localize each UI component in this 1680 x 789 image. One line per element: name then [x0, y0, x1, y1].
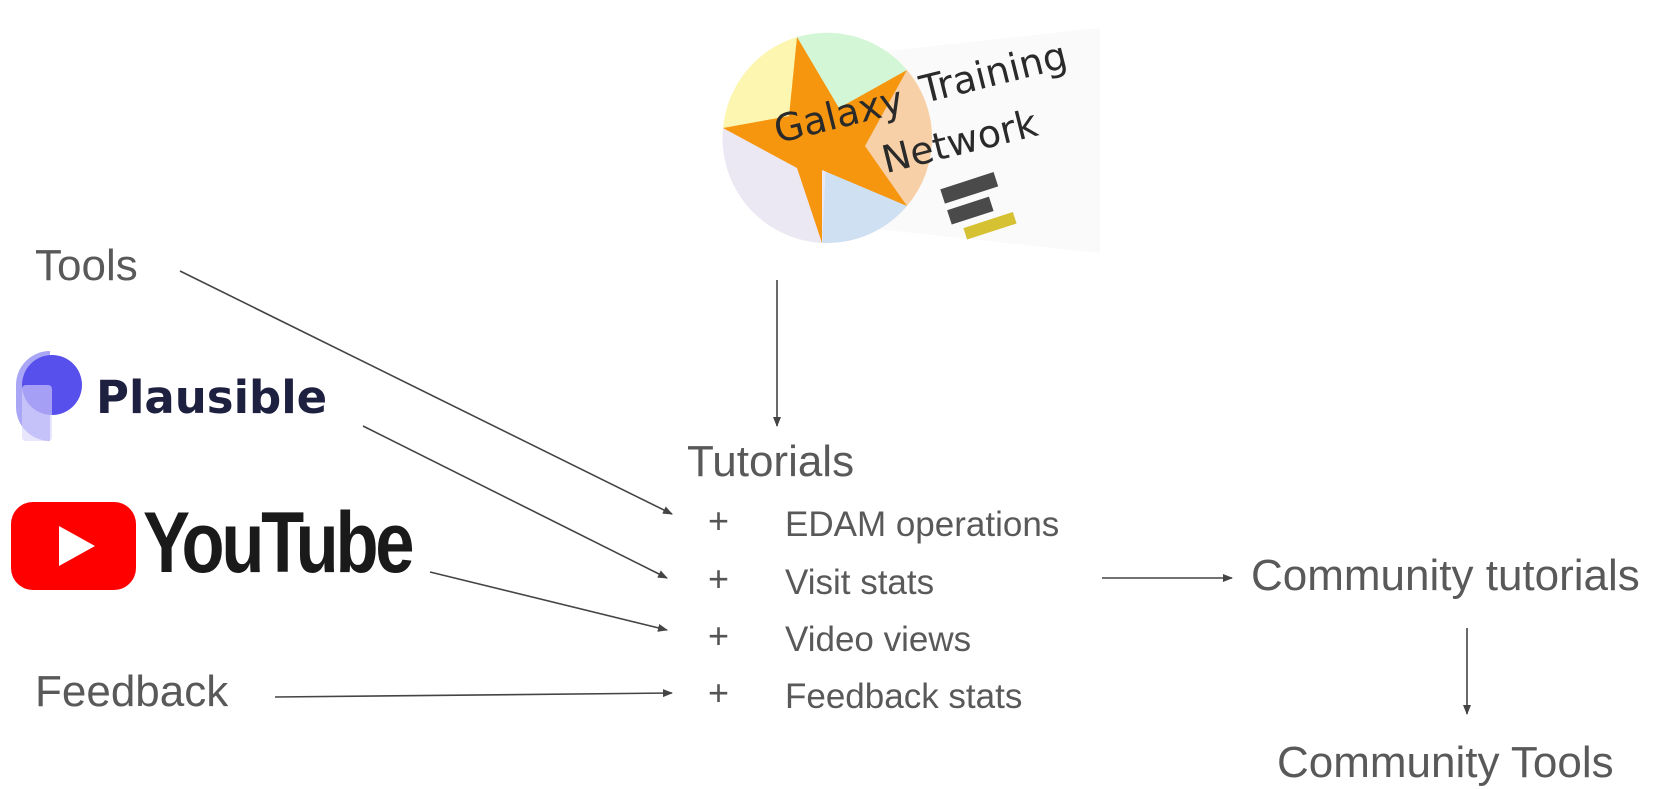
plus-icon: +: [708, 615, 730, 656]
plausible-icon: [16, 351, 82, 441]
plus-icon: +: [708, 558, 730, 599]
arrow-tools-to-edam: [179, 270, 673, 515]
community-tools: Community Tools: [1277, 738, 1614, 787]
source-tools: Tools: [35, 241, 138, 290]
plus-icon: +: [708, 500, 730, 541]
tutorial-item-label: Video views: [785, 620, 972, 659]
arrow-youtube-to-video: [429, 571, 668, 632]
youtube-logo: YouTube: [11, 495, 414, 592]
plausible-wordmark: Plausible: [96, 371, 328, 424]
youtube-icon: [11, 502, 136, 590]
tutorial-item-label: EDAM operations: [785, 505, 1060, 544]
youtube-wordmark: YouTube: [143, 495, 414, 591]
community-tutorials: Community tutorials: [1251, 551, 1640, 600]
tutorial-item-label: Visit stats: [785, 563, 935, 602]
plausible-logo: Plausible: [14, 349, 354, 441]
tutorial-item-label: Feedback stats: [785, 677, 1023, 716]
tutorials-title: Tutorials: [687, 437, 855, 486]
arrow-plausible-to-visits: [362, 425, 668, 579]
gtn-logo: Galaxy Training Network: [660, 8, 1100, 278]
arrow-feedback-to-stats: [274, 689, 673, 698]
plus-icon: +: [708, 672, 730, 713]
source-feedback: Feedback: [35, 667, 229, 716]
